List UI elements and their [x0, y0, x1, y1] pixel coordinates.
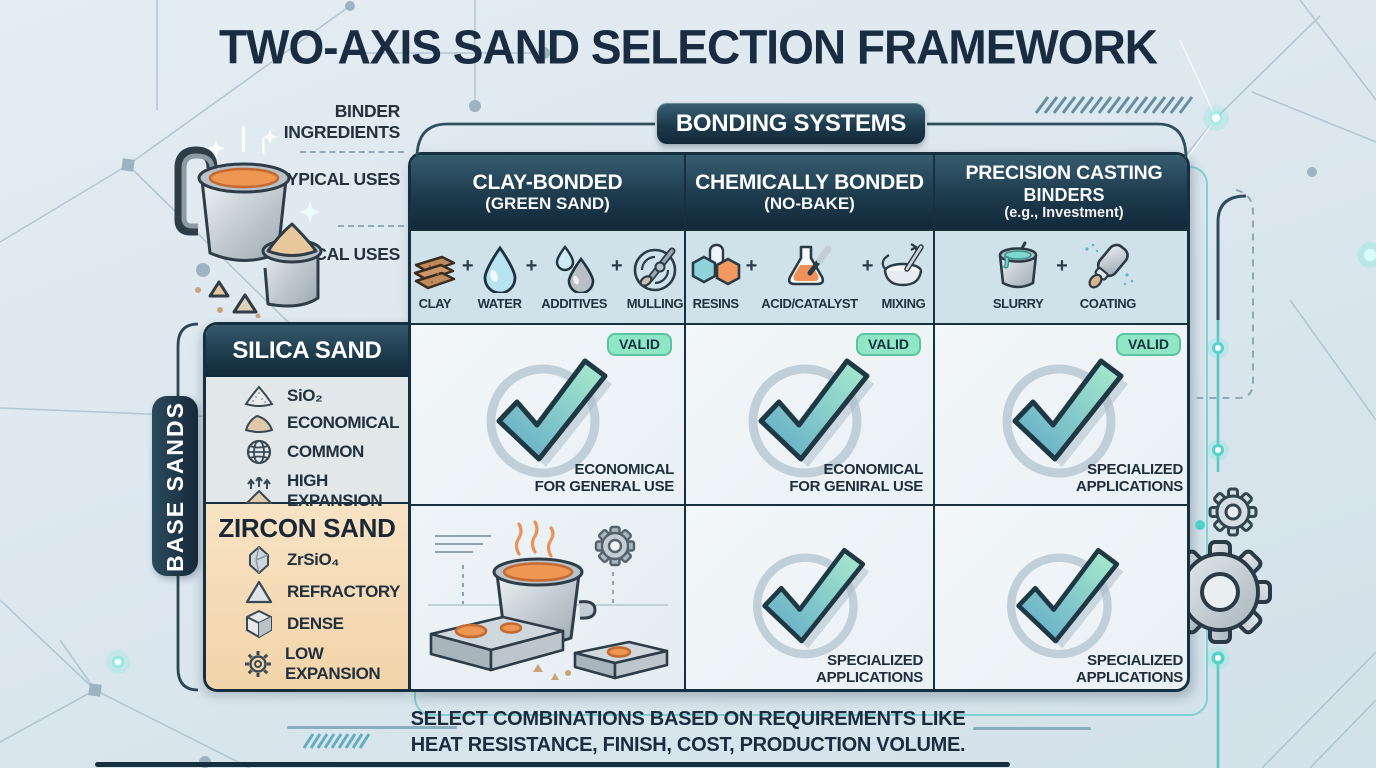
row-header-zircon-sand: ZIRCON SAND ZrSiO₄ REFRACTORY [206, 503, 408, 689]
sand-mound-icon [244, 414, 274, 433]
footer-left-line [287, 726, 457, 729]
ingredient-item: CLAY [412, 243, 458, 311]
footer-caption: SELECT COMBINATIONS BASED ON REQUIREMENT… [0, 706, 1376, 758]
footer-line-1: SELECT COMBINATIONS BASED ON REQUIREMENT… [410, 708, 966, 730]
cell-note: SPECIALIZED APPLICATIONS [816, 652, 923, 687]
base-sands-axis-pill: BASE SANDS [152, 396, 198, 576]
ingredient-item: COATING [1079, 243, 1137, 311]
additive-drops-icon [555, 245, 595, 293]
crystal-icon [249, 545, 269, 574]
ingredient-item: MULLING [627, 243, 684, 311]
property-row: ZrSiO₄ [206, 545, 408, 574]
axis-label-binder-ingredients: BINDER INGREDIENTS [283, 101, 401, 142]
column-header-chemically-bonded: CHEMICALLY BONDED (NO-BAKE) [686, 155, 935, 231]
cell-note: SPECIALIZED APPLICATIONS [1076, 652, 1183, 687]
dashed-separator [338, 225, 404, 227]
selection-matrix: CLAY-BONDED (GREEN SAND) CHEMICALLY BOND… [408, 152, 1190, 692]
base-sands-row-headers: SILICA SAND SiO₂ ECONOMICAL [203, 322, 408, 692]
glow-dot [1207, 337, 1229, 359]
melting-pot-and-molds-illustration [427, 519, 668, 680]
base-sands-label: BASE SANDS [161, 400, 188, 572]
globe-icon [246, 439, 272, 465]
property-row: REFRACTORY [206, 580, 408, 604]
cell-zircon-precision-casting: SPECIALIZED APPLICATIONS [935, 506, 1187, 689]
plus-sign: + [525, 254, 538, 277]
coating-spray-icon [1085, 243, 1134, 289]
property-row: LOW EXPANSION [206, 644, 408, 684]
expansion-arrows-icon [246, 477, 272, 504]
valid-check-icon [1002, 358, 1128, 477]
ingredient-item: MIXING [877, 243, 929, 311]
cell-silica-clay-bonded: VALID ECONOMICAL FOR GENERAL USE [411, 325, 686, 506]
cell-silica-precision-casting: VALID SPECIALIZED APPLICATIONS [935, 325, 1187, 506]
bonding-bracket-line [415, 122, 1188, 159]
footer-right-line [973, 727, 1091, 730]
plus-sign: + [1056, 254, 1068, 277]
ingredient-item: ACID/CATALYST [761, 243, 858, 311]
valid-check-icon [1007, 547, 1124, 659]
axis-label-typical-uses-1: TYPICAL USES [276, 169, 401, 189]
valid-badge: VALID [1116, 333, 1181, 356]
ingredients-clay-bonded: CLAY + WATER + ADDITIVES + [411, 231, 686, 325]
bonding-systems-label: BONDING SYSTEMS [675, 109, 907, 137]
gear-icon [245, 650, 271, 677]
zircon-sand-title: ZIRCON SAND [218, 512, 396, 543]
clay-slabs-icon [413, 255, 456, 290]
resin-hexagons-icon [691, 243, 740, 286]
property-row: HIGH EXPANSION [206, 471, 408, 511]
property-row: ECONOMICAL [206, 413, 408, 433]
cell-note: ECONOMICAL FOR GENIRAL USE [789, 461, 923, 496]
sand-pile-icon [244, 385, 274, 407]
plus-sign: + [461, 254, 474, 277]
ingredient-item: WATER [478, 243, 522, 311]
silica-sand-title: SILICA SAND [206, 325, 408, 377]
glow-dot [1206, 646, 1230, 670]
cell-silica-chemically-bonded: VALID ECONOMICAL FOR GENIRAL USE [686, 325, 935, 506]
plus-sign: + [861, 254, 874, 277]
ingredient-item: RESINS [690, 243, 742, 311]
cell-zircon-clay-bonded [411, 506, 686, 689]
row-header-silica-sand: SILICA SAND SiO₂ ECONOMICAL [206, 325, 408, 510]
mulling-wheel-icon [633, 247, 677, 292]
cell-note: SPECIALIZED APPLICATIONS [1076, 461, 1183, 496]
valid-badge: VALID [607, 333, 672, 356]
right-circuit-decoration [1190, 189, 1272, 768]
ingredients-precision-casting: SLURRY + COATING [935, 231, 1187, 325]
valid-check-icon [486, 358, 612, 477]
triangle-icon [245, 580, 273, 603]
large-gear-icon [1190, 540, 1272, 644]
teal-dot [1195, 520, 1205, 530]
small-gear-icon [1208, 487, 1258, 537]
column-header-clay-bonded: CLAY-BONDED (GREEN SAND) [411, 155, 686, 231]
valid-badge: VALID [856, 333, 921, 356]
footer-line-2: HEAT RESISTANCE, FINISH, COST, PRODUCTIO… [410, 734, 966, 756]
cell-note: ECONOMICAL FOR GENERAL USE [534, 461, 675, 496]
property-row: DENSE [206, 609, 408, 638]
ingredient-item: ADDITIVES [541, 243, 607, 311]
hatch-marks-bottom-left [302, 733, 371, 749]
ingredients-chemically-bonded: RESINS + ACID/CATALYST + [686, 231, 935, 325]
water-drop-icon [483, 245, 516, 293]
glow-dot [1207, 439, 1229, 461]
column-header-precision-casting: PRECISION CASTING BINDERS (e.g., Investm… [935, 155, 1187, 231]
page-title: TWO-AXIS SAND SELECTION FRAMEWORK [218, 19, 1158, 75]
ladle-and-sand-illustration [174, 126, 323, 318]
cell-zircon-chemically-bonded: SPECIALIZED APPLICATIONS [686, 506, 935, 689]
cube-icon [246, 609, 272, 638]
valid-check-icon [752, 547, 869, 659]
bonding-systems-badge: BONDING SYSTEMS [657, 103, 925, 144]
property-row: COMMON [206, 439, 408, 465]
acid-flask-icon [787, 245, 831, 286]
property-row: SiO₂ [206, 385, 408, 407]
plus-sign: + [745, 254, 758, 277]
slurry-bucket-icon [998, 241, 1038, 289]
ingredient-item: SLURRY [991, 241, 1045, 311]
plus-sign: + [611, 254, 623, 277]
mixing-bowl-icon [882, 243, 925, 287]
hatch-marks-top-right [1034, 96, 1194, 114]
valid-check-icon [748, 358, 874, 477]
bottom-accent-bar [95, 762, 1010, 767]
dashed-separator [300, 151, 404, 153]
